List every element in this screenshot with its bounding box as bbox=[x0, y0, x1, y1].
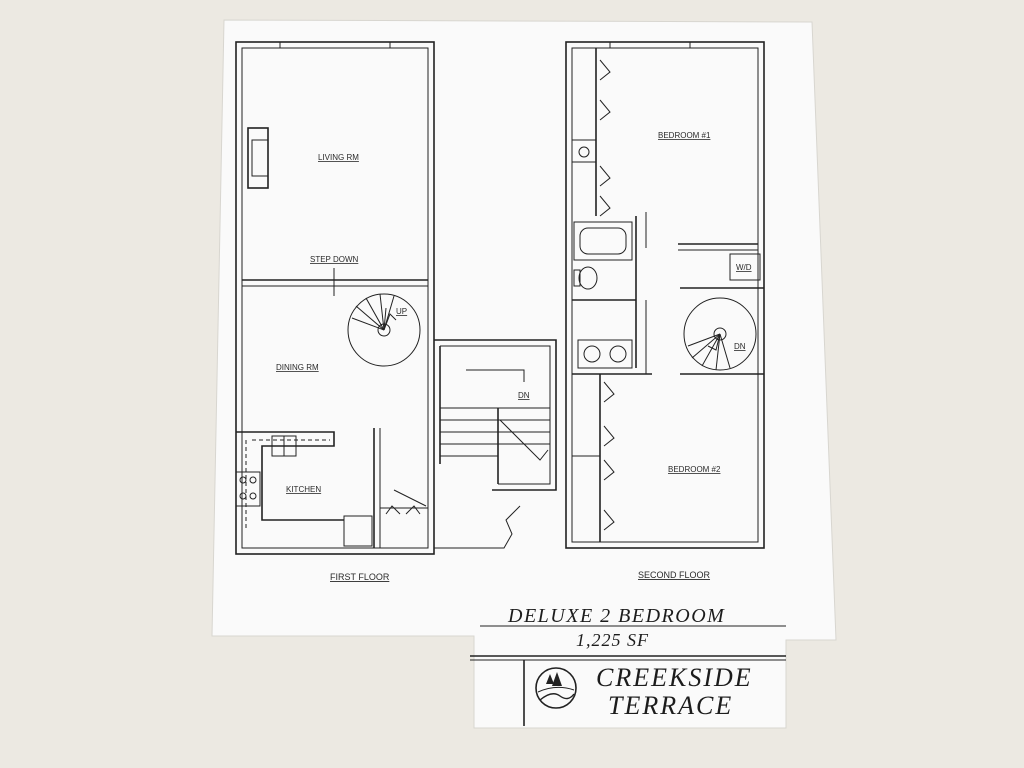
title-block: DELUXE 2 BEDROOM 1,225 SF CREEKSIDE TERR… bbox=[470, 605, 786, 726]
entry-stairwell bbox=[434, 339, 557, 549]
laundry-label: W/D bbox=[736, 263, 752, 272]
room-label-living: LIVING RM bbox=[318, 153, 359, 162]
room-label-bedroom-2: BEDROOM #2 bbox=[668, 465, 721, 474]
first-floor-label: FIRST FLOOR bbox=[330, 572, 390, 582]
step-down-label: STEP DOWN bbox=[310, 255, 359, 264]
second-floor-plan bbox=[565, 41, 765, 549]
unit-area: 1,225 SF bbox=[576, 630, 649, 650]
first-floor-plan bbox=[235, 41, 435, 555]
stair-up-label: UP bbox=[396, 307, 407, 316]
stair-down-label: DN bbox=[734, 342, 746, 351]
brand-line-1: CREEKSIDE bbox=[596, 663, 753, 692]
room-label-bedroom-1: BEDROOM #1 bbox=[658, 131, 711, 140]
brand-line-2: TERRACE bbox=[608, 691, 733, 720]
entry-stair-label: DN bbox=[518, 391, 530, 400]
plan-labels: LIVING RM STEP DOWN UP DINING RM KITCHEN… bbox=[276, 131, 752, 582]
room-label-dining: DINING RM bbox=[276, 363, 319, 372]
creek-logo-icon bbox=[535, 667, 577, 709]
room-label-kitchen: KITCHEN bbox=[286, 485, 321, 494]
unit-name: DELUXE 2 BEDROOM bbox=[507, 605, 725, 627]
second-floor-label: SECOND FLOOR bbox=[638, 570, 711, 580]
